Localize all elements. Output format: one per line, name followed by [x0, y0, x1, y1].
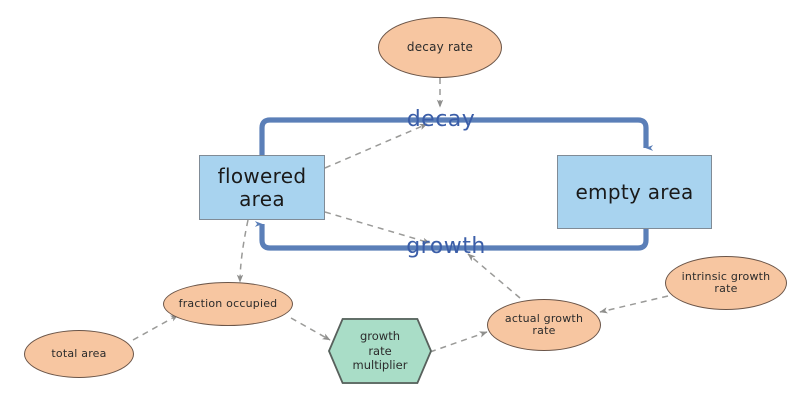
flow-label-growth: growth: [406, 234, 486, 259]
flow-pipe-decay: [259, 117, 654, 163]
variable-decay-rate[interactable]: decay rate: [378, 17, 502, 78]
variable-actual-growth-rate-label: actual growth rate: [504, 311, 584, 337]
variable-fraction-occupied[interactable]: fraction occupied: [163, 282, 293, 326]
influence-link-floweredarea-to-decay: [324, 123, 428, 169]
influence-link-intrinsicgrowthrate-to-actualgrowthrate: [599, 295, 669, 314]
influence-link-floweredarea-to-fractionoccupied: [236, 219, 249, 283]
stock-empty-area[interactable]: empty area: [557, 155, 712, 229]
variable-intrinsic-growth-rate[interactable]: intrinsic growth rate: [665, 256, 787, 310]
flow-label-decay: decay: [406, 107, 476, 132]
variable-total-area[interactable]: total area: [24, 330, 134, 378]
influence-link-fractionoccupied-to-growthratemultiplier: [290, 317, 331, 341]
variable-decay-rate-label: decay rate: [406, 39, 474, 54]
converter-growth-rate-multiplier-outline: [328, 318, 432, 384]
influence-link-growthratemultiplier-to-actualgrowthrate: [429, 331, 488, 353]
variable-intrinsic-growth-rate-label: intrinsic growth rate: [681, 269, 771, 295]
converter-growth-rate-multiplier-label: growth rate multiplier: [352, 329, 408, 373]
influence-link-totalarea-to-fractionoccupied: [132, 314, 179, 341]
variable-total-area-label: total area: [51, 346, 107, 360]
variable-fraction-occupied-label: fraction occupied: [178, 296, 278, 310]
converter-growth-rate-multiplier-shape: growth rate multiplier: [328, 318, 432, 384]
flow-pipe-growth: [254, 221, 649, 251]
stock-flowered-area[interactable]: flowered area: [199, 155, 325, 220]
converter-growth-rate-multiplier[interactable]: growth rate multiplier: [328, 318, 432, 384]
stock-empty-area-label: empty area: [575, 179, 694, 204]
influence-link-floweredarea-to-growth: [324, 211, 431, 244]
variable-actual-growth-rate[interactable]: actual growth rate: [487, 299, 601, 351]
stock-flowered-area-label: flowered area: [217, 164, 307, 211]
influence-link-actualgrowthrate-to-growth: [467, 253, 521, 299]
